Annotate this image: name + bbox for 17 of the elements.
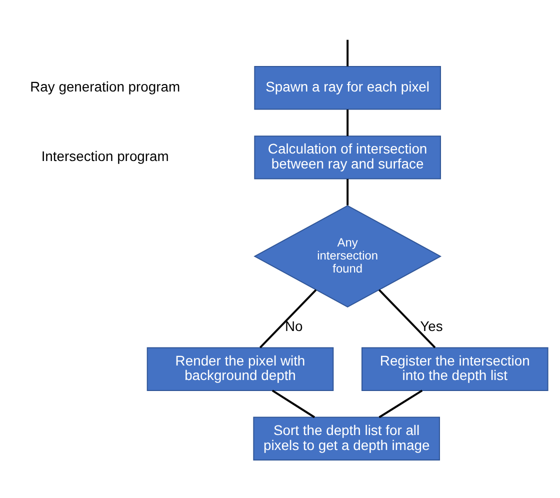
node-box: Register the intersection into the depth list	[361, 346, 548, 390]
node-box: Calculation of intersection between ray and surface	[254, 135, 441, 179]
node-diamond: Any intersection found	[254, 204, 442, 308]
connector	[346, 178, 349, 205]
edge-label: Yes	[420, 318, 443, 334]
label: Ray generation program	[30, 78, 180, 94]
connector	[346, 109, 349, 136]
connector	[272, 389, 316, 418]
node-box: Render the pixel with background depth	[146, 346, 334, 390]
connector	[346, 39, 349, 66]
label: Intersection program	[41, 148, 169, 164]
edge-label: No	[285, 318, 303, 334]
node-box: Spawn a ray for each pixel	[254, 66, 441, 110]
connector	[259, 288, 317, 348]
node-box: Sort the depth list for all pixels to get a depth image	[253, 416, 440, 460]
connector	[378, 288, 436, 348]
connector	[378, 389, 423, 418]
